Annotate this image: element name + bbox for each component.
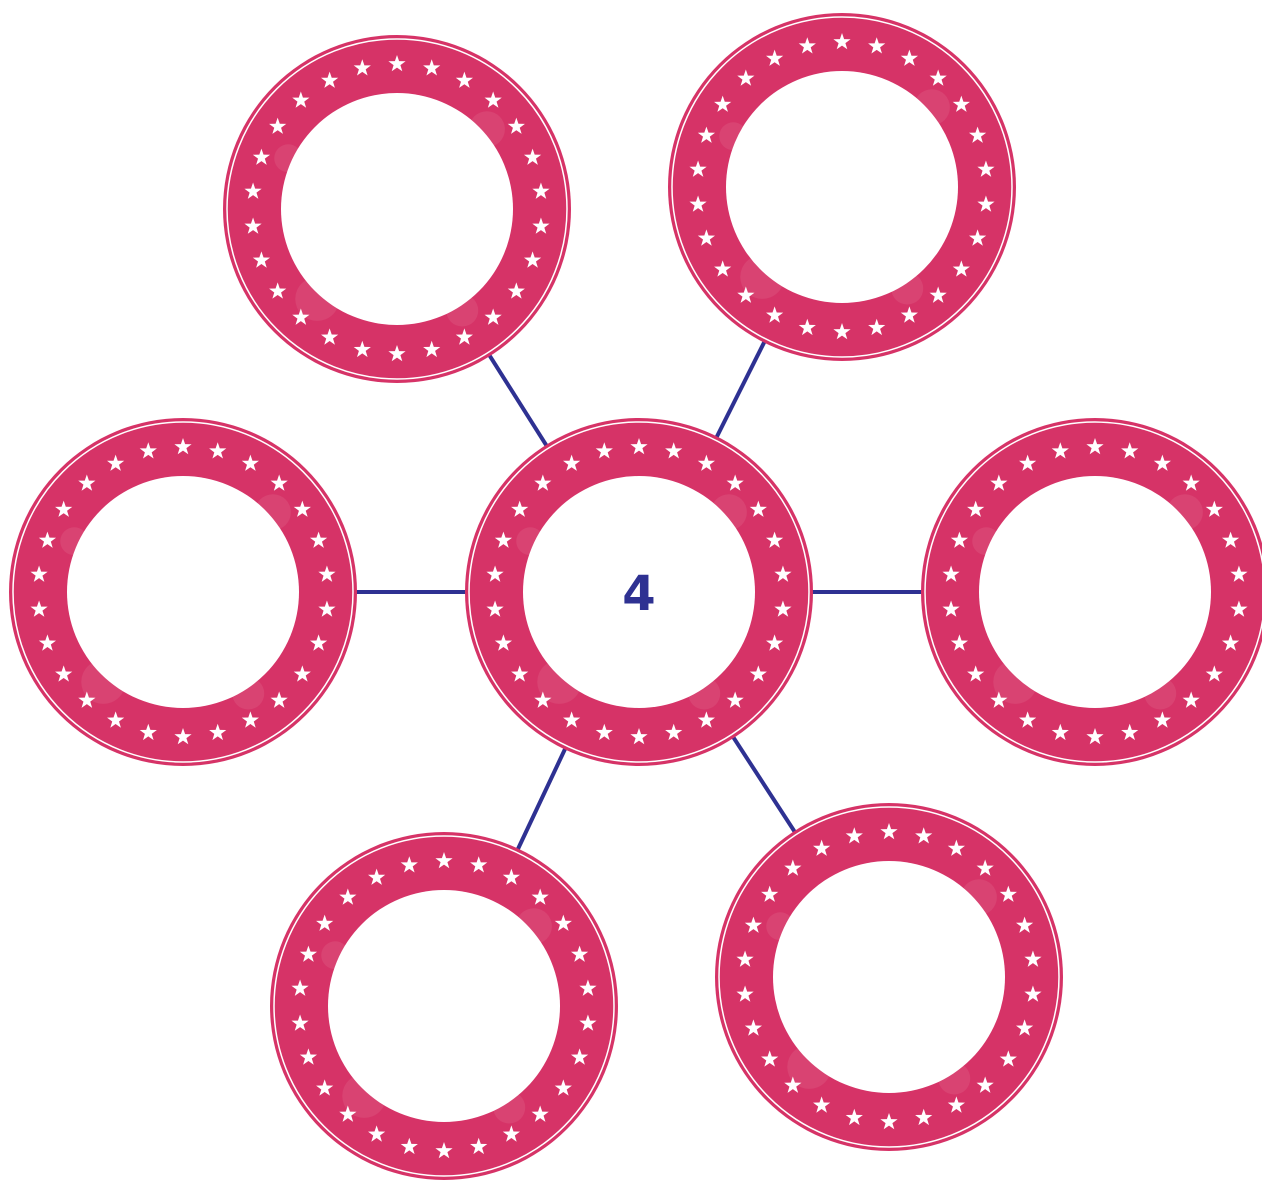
ring-center [773, 861, 1005, 1093]
ring-center [979, 476, 1211, 708]
ring-node-top-left [223, 35, 571, 383]
center-node-label: 4 [622, 566, 655, 622]
ring-node-bottom-right [715, 803, 1063, 1151]
ring-center [67, 476, 299, 708]
ring-center [726, 71, 958, 303]
ring-center [281, 93, 513, 325]
ring-node-right [921, 418, 1262, 766]
ring-node-bottom-left [270, 832, 618, 1180]
ring-center [328, 890, 560, 1122]
ring-node-left [9, 418, 357, 766]
ring-node-top-right [668, 13, 1016, 361]
